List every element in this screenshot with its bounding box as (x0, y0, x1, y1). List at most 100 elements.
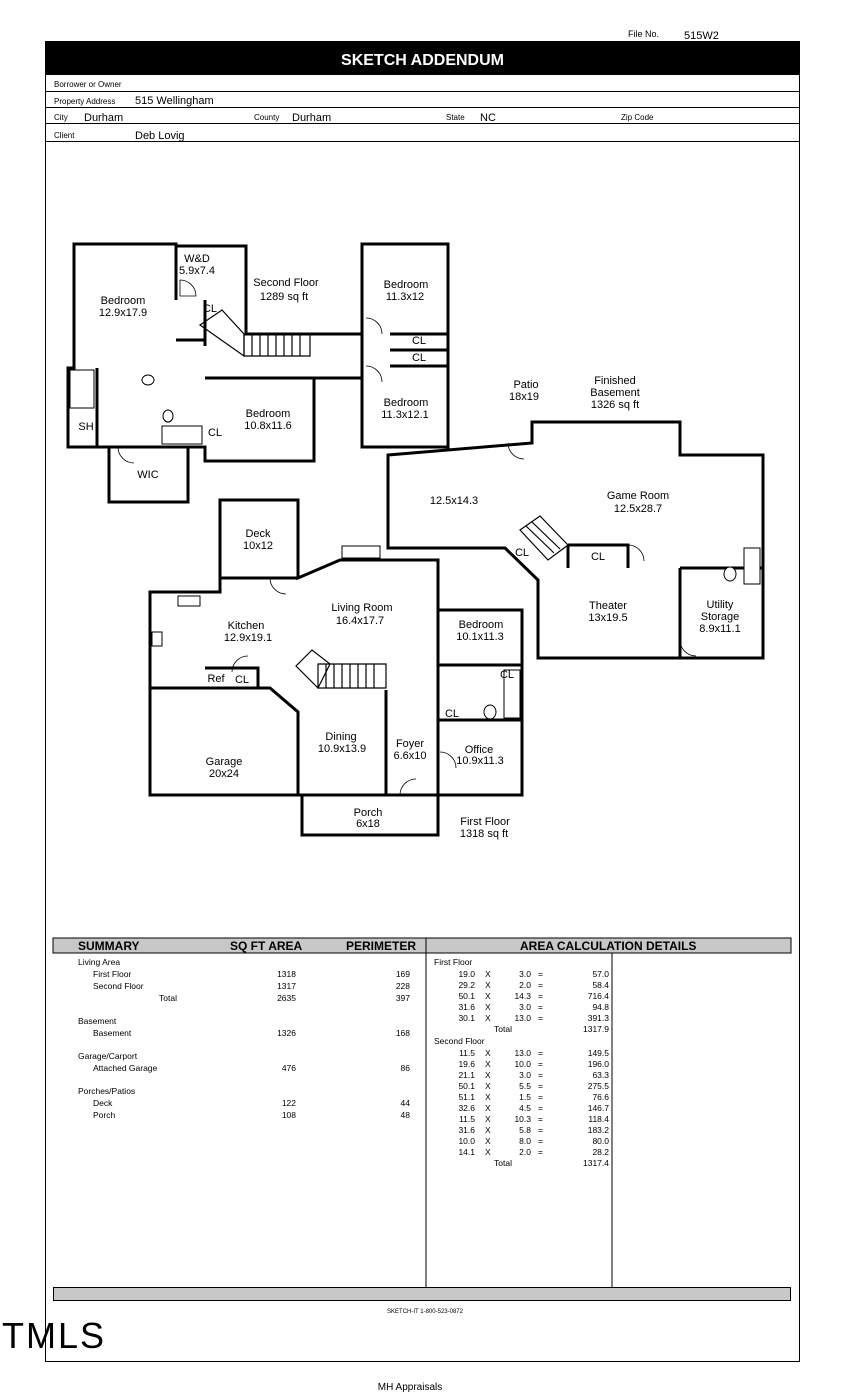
room-living-dim: 16.4x17.7 (336, 615, 384, 627)
calc-area: 146.7 (588, 1103, 610, 1113)
room-dining-dim: 10.9x13.9 (318, 743, 366, 755)
summary-row-label: Total (159, 993, 177, 1003)
room-theater-name: Theater (589, 600, 627, 612)
basement-name: Finished (594, 375, 636, 387)
calc-length: 50.1 (458, 1081, 475, 1091)
calc-length: 19.6 (458, 1059, 475, 1069)
calc-width: 5.8 (519, 1125, 531, 1135)
room-utility-dim: 8.9x11.1 (699, 623, 740, 635)
calc-equals: = (538, 980, 543, 990)
first-floor-walls (150, 576, 522, 797)
calc-total-value: 1317.4 (583, 1158, 609, 1168)
calc-times: X (485, 1081, 491, 1091)
calc-times: X (485, 969, 491, 979)
door-swings (117, 279, 697, 796)
room-utility-name: Utility (707, 599, 734, 611)
property-row: Property Address 515 Wellingham (46, 92, 799, 108)
calc-width: 1.5 (519, 1092, 531, 1102)
basement-name2: Basement (590, 387, 640, 399)
room-theater-dim: 13x19.5 (588, 612, 627, 624)
room-bed1-name: Bedroom (101, 295, 146, 307)
room-wd-name: W&D (184, 253, 210, 265)
summary-row-perimeter: 44 (401, 1098, 411, 1108)
room-garage-name: Garage (206, 756, 243, 768)
room-wd-dim: 5.9x7.4 (179, 265, 215, 277)
calc-times: X (485, 1048, 491, 1058)
calc-length: 51.1 (458, 1092, 475, 1102)
basement-outline (386, 420, 765, 660)
property-label: Property Address (54, 97, 116, 106)
basement-walls (566, 543, 763, 658)
summary-row-label: First Floor (93, 969, 131, 979)
summary-row-label: Porch (93, 1110, 115, 1120)
calc-width: 8.0 (519, 1136, 531, 1146)
closet-label-3: CL (203, 303, 217, 315)
calc-equals: = (538, 1092, 543, 1102)
summary-row-area: 2635 (277, 993, 296, 1003)
calc-equals: = (538, 1002, 543, 1012)
room-dining-name: Dining (325, 731, 356, 743)
calc-times: X (485, 1092, 491, 1102)
calc-equals: = (538, 1147, 543, 1157)
room-game-name: Game Room (607, 490, 669, 502)
summary-row-label: Second Floor (93, 981, 144, 991)
room-bed3-name: Bedroom (384, 397, 429, 409)
stairs-group (198, 309, 569, 690)
room-foyer-dim: 6.6x10 (393, 750, 426, 762)
calc-width: 2.0 (519, 1147, 531, 1157)
file-no-value: 515W2 (684, 30, 719, 42)
room-utility-name2: Storage (701, 611, 740, 623)
county-value: Durham (292, 112, 332, 124)
area-header: SQ FT AREA (230, 939, 303, 953)
room-bed1-dim: 12.9x17.9 (99, 307, 147, 319)
summary-row-area: 108 (282, 1110, 296, 1120)
first-floor-name: First Floor (460, 816, 510, 828)
closet-label-7: CL (500, 669, 514, 681)
summary-row-label: Basement (78, 1016, 117, 1026)
calc-width: 13.0 (514, 1013, 531, 1023)
room-porch-name: Porch (354, 807, 383, 819)
fixtures (69, 369, 761, 720)
calc-equals: = (538, 1114, 543, 1124)
room-game-dim: 12.5x28.7 (614, 503, 662, 515)
calc-total-label: Total (494, 1024, 512, 1034)
calc-area: 57.0 (592, 969, 609, 979)
state-value: NC (480, 112, 496, 124)
summary-row-area: 1326 (277, 1028, 296, 1038)
calc-times: X (485, 1059, 491, 1069)
patio-name: Patio (513, 379, 538, 391)
summary-row-area: 476 (282, 1063, 296, 1073)
calc-section-label: Second Floor (434, 1036, 485, 1046)
calc-area: 118.4 (588, 1114, 609, 1124)
county-label: County (254, 113, 280, 122)
room-living-name: Living Room (331, 602, 392, 614)
property-value: 515 Wellingham (135, 95, 214, 107)
company-name: MH Appraisals (377, 1382, 443, 1393)
basement-area: 1326 sq ft (591, 399, 639, 411)
room-bed5-dim: 10.1x11.3 (456, 631, 504, 643)
calc-times: X (485, 1136, 491, 1146)
calc-length: 14.1 (458, 1147, 475, 1157)
summary-row-label: Porches/Patios (78, 1086, 135, 1096)
calc-area: 716.4 (588, 991, 610, 1001)
calc-area: 58.4 (592, 980, 609, 990)
calc-area: 275.5 (588, 1081, 610, 1091)
summary-row-perimeter: 397 (396, 993, 410, 1003)
calc-length: 30.1 (458, 1013, 475, 1023)
calc-width: 3.0 (519, 1002, 531, 1012)
summary-row-label: Basement (93, 1028, 132, 1038)
room-wic: WIC (137, 469, 158, 481)
room-bed4-name: Bedroom (246, 408, 291, 420)
borrower-label: Borrower or Owner (54, 80, 122, 89)
room-bed4-dim: 10.8x11.6 (244, 420, 292, 432)
closet-label-8: CL (445, 708, 459, 720)
closet-label-5: CL (591, 551, 605, 563)
calc-area: 28.2 (592, 1147, 609, 1157)
calc-area: 76.6 (592, 1092, 609, 1102)
calc-times: X (485, 980, 491, 990)
page-title: SKETCH ADDENDUM (45, 41, 800, 75)
calc-times: X (485, 1114, 491, 1124)
calc-length: 21.1 (458, 1070, 475, 1080)
calc-width: 3.0 (519, 969, 531, 979)
